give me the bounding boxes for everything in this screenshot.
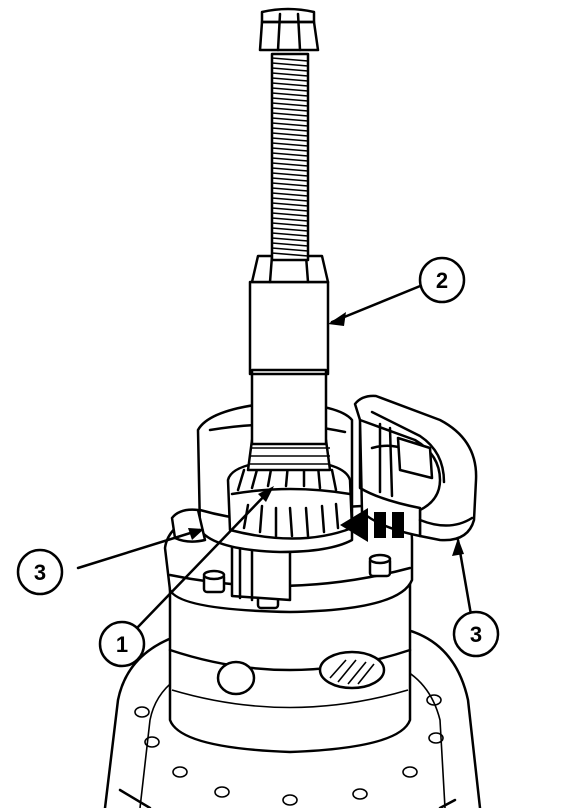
callout-2: 2 (418, 256, 466, 304)
screw-thread (271, 72, 309, 77)
screw-thread (271, 252, 309, 257)
leader-2 (330, 280, 432, 324)
push-direction-arrow (340, 508, 404, 542)
screw-thread (271, 122, 309, 127)
forcing-screw (258, 7, 320, 262)
screw-thread (271, 97, 309, 102)
screw-thread (271, 212, 309, 217)
screw-thread (271, 237, 309, 242)
screw-thread (271, 137, 309, 142)
screw-thread (271, 197, 309, 202)
puller-body (246, 254, 332, 472)
screw-thread (271, 127, 309, 132)
callout-1: 1 (98, 620, 146, 668)
screw-thread (271, 177, 309, 182)
screw-thread (271, 232, 309, 237)
screw-thread (271, 247, 309, 252)
screw-thread (271, 92, 309, 97)
leader-arrowheads (188, 312, 464, 556)
screw-thread (271, 242, 309, 247)
screw-thread (271, 172, 309, 177)
screw-thread (271, 62, 309, 67)
screw-thread (271, 142, 309, 147)
screw-thread (271, 157, 309, 162)
screw-thread (271, 67, 309, 72)
screw-thread (271, 192, 309, 197)
screw-thread (271, 77, 309, 82)
screw-thread (271, 147, 309, 152)
screw-thread (271, 57, 309, 62)
callout-2-label: 2 (436, 268, 448, 293)
screw-thread (271, 187, 309, 192)
screw-thread (271, 227, 309, 232)
screw-thread (271, 87, 309, 92)
screw-thread (271, 112, 309, 117)
callout-3-left: 3 (16, 548, 64, 596)
screw-thread (271, 167, 309, 172)
screw-thread (271, 217, 309, 222)
screw-thread (271, 117, 309, 122)
callout-1-label: 1 (116, 632, 128, 657)
screw-thread (271, 107, 309, 112)
screw-thread (271, 102, 309, 107)
leader-3a (76, 528, 202, 570)
case-window (216, 660, 256, 696)
screw-thread (271, 202, 309, 207)
callout-3-left-label: 3 (34, 560, 46, 585)
callout-3-right: 3 (452, 610, 500, 658)
bearing (226, 458, 354, 540)
flange-bolt-holes (134, 694, 444, 806)
screw-thread (271, 207, 309, 212)
screw-thread (271, 182, 309, 187)
screw-thread (271, 152, 309, 157)
case-slot (318, 650, 386, 690)
callout-3-right-label: 3 (470, 622, 482, 647)
split-collar-half (353, 394, 478, 542)
screw-thread (271, 132, 309, 137)
leader-1 (135, 488, 272, 630)
knurled-sleeve (248, 280, 330, 376)
screw-thread (271, 162, 309, 167)
screw-thread (271, 82, 309, 87)
screw-thread (271, 222, 309, 227)
